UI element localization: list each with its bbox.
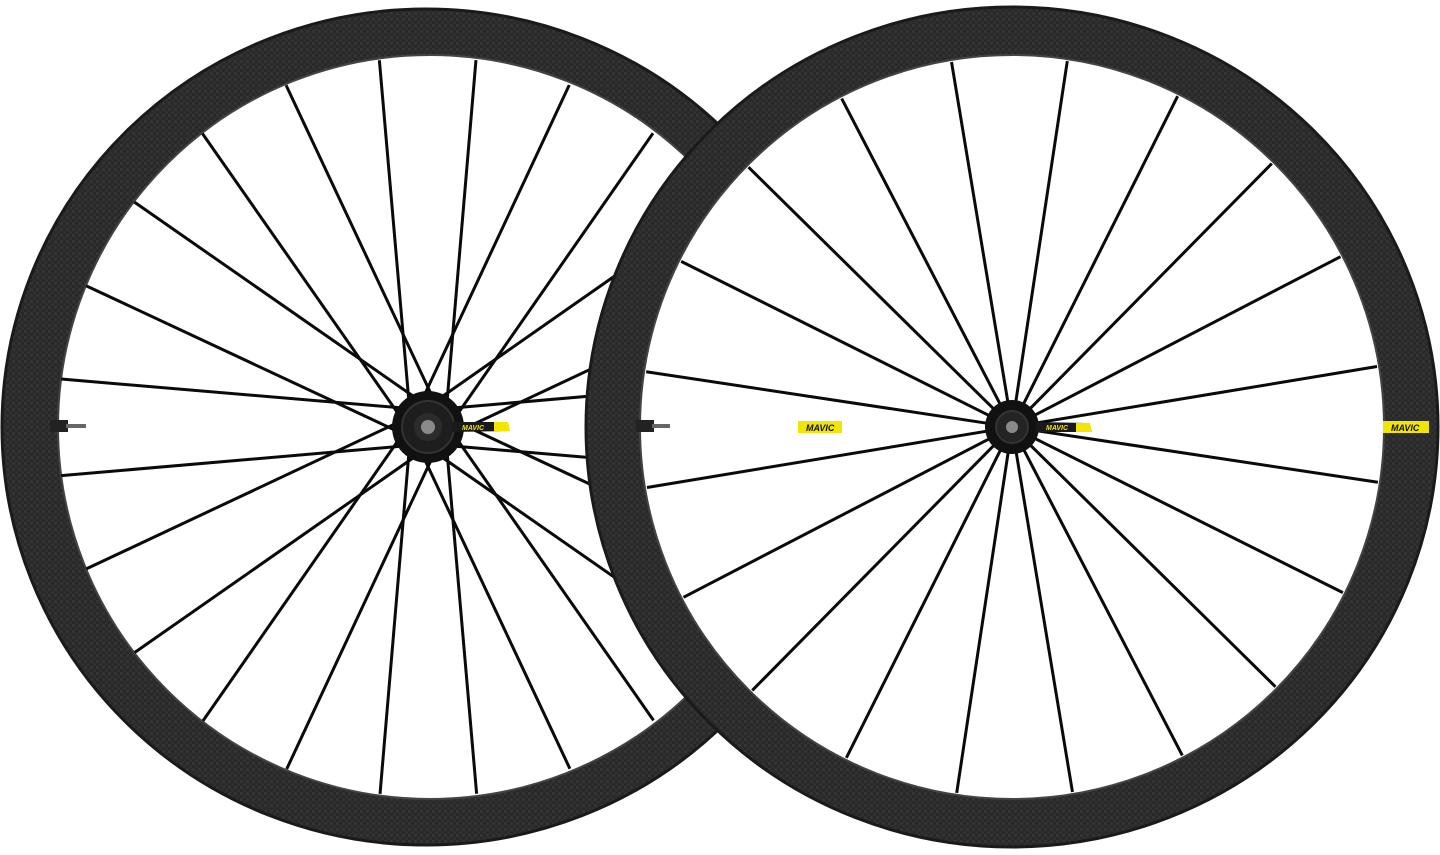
front-spoke bbox=[1023, 162, 1273, 416]
rear-spoke bbox=[454, 436, 655, 722]
rear-spoke bbox=[201, 132, 402, 418]
rear-wheel: MAVIC bbox=[0, 7, 852, 847]
rear-spoke bbox=[85, 284, 400, 434]
rear-spoke bbox=[445, 450, 479, 794]
rim-decal-rear-side: MAVIC bbox=[798, 421, 842, 433]
front-spoke bbox=[1027, 433, 1344, 594]
rear-spoke bbox=[454, 132, 655, 418]
rear-spoke bbox=[61, 444, 405, 478]
rear-spoke bbox=[133, 200, 419, 401]
front-spoke bbox=[1018, 95, 1179, 412]
front-hub-logo: MAVIC bbox=[1046, 425, 1069, 432]
front-spoke bbox=[955, 444, 1011, 794]
rear-hub: MAVIC bbox=[392, 391, 510, 463]
front-spoke bbox=[646, 428, 995, 489]
front-spoke bbox=[751, 438, 1001, 692]
rear-spoke bbox=[421, 84, 571, 399]
front-spoke bbox=[747, 166, 1001, 416]
rear-spoke bbox=[378, 450, 411, 795]
rear-spoke bbox=[285, 455, 435, 770]
rear-spoke bbox=[377, 60, 411, 404]
front-spoke bbox=[840, 97, 1006, 412]
rear-spoke bbox=[85, 420, 400, 571]
front-spoke bbox=[680, 260, 997, 421]
rear-spoke bbox=[60, 377, 405, 410]
rear-spoke bbox=[445, 59, 478, 404]
front-spoke bbox=[1029, 428, 1379, 484]
front-spoke bbox=[1013, 60, 1069, 410]
front-valve bbox=[636, 420, 670, 432]
front-spoke bbox=[1029, 365, 1378, 426]
rim-decal-rear-text: MAVIC bbox=[806, 423, 835, 433]
rear-spoke bbox=[284, 84, 435, 399]
front-spokes bbox=[645, 60, 1379, 794]
front-spoke bbox=[645, 370, 995, 426]
front-wheel: MAVIC bbox=[584, 5, 1440, 849]
front-spoke bbox=[950, 61, 1011, 410]
front-spoke bbox=[1018, 442, 1184, 757]
front-spoke bbox=[1027, 255, 1342, 421]
front-spoke bbox=[682, 433, 997, 599]
front-spoke bbox=[1013, 444, 1074, 793]
front-hub: MAVIC bbox=[985, 400, 1092, 454]
rear-spoke bbox=[133, 453, 419, 654]
rim-decal-front: MAVIC bbox=[1383, 421, 1429, 433]
front-spoke bbox=[1023, 438, 1277, 688]
rear-spoke bbox=[201, 436, 402, 722]
rear-valve bbox=[50, 420, 86, 432]
rim-decal-front-text: MAVIC bbox=[1391, 423, 1420, 433]
front-spoke bbox=[845, 442, 1006, 759]
rear-spoke bbox=[421, 455, 572, 770]
rear-hub-logo: MAVIC bbox=[462, 425, 485, 432]
